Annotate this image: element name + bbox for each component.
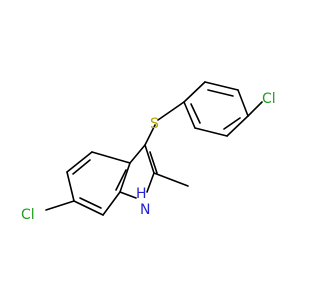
double-bond [115,169,127,191]
double-bond [72,159,91,175]
bond [247,101,263,117]
bond [183,101,196,129]
bond [144,144,155,174]
benzene-ring [45,151,131,216]
bond [146,172,155,193]
double-bond [207,89,234,97]
molecule-structure-diagram: Cl S Cl H N [21,81,276,223]
double-bond [79,197,102,209]
chlorine-right-label: Cl [262,91,276,107]
bond [144,124,156,146]
bond [73,200,104,216]
sulfur-label: S [150,116,159,132]
double-bond [223,117,241,130]
bond [45,200,75,211]
bond [129,144,146,164]
nitrogen-h-label: H [136,186,147,202]
bond [66,151,93,173]
nitrogen-label: N [140,202,150,218]
bond [153,172,189,187]
bond [91,151,131,164]
double-bond [190,103,201,124]
chlorophenyl-ring [183,81,263,137]
bond [237,89,249,117]
bond [119,191,137,199]
bond [204,81,239,91]
bond [183,81,206,103]
bond [226,115,249,137]
bond [194,127,228,137]
bond [119,162,131,193]
bond [66,171,75,202]
pyrrole-ring [119,144,189,199]
chlorine-left-label: Cl [21,207,35,223]
bond [157,101,185,121]
double-bond [149,151,158,174]
bond [102,191,121,216]
